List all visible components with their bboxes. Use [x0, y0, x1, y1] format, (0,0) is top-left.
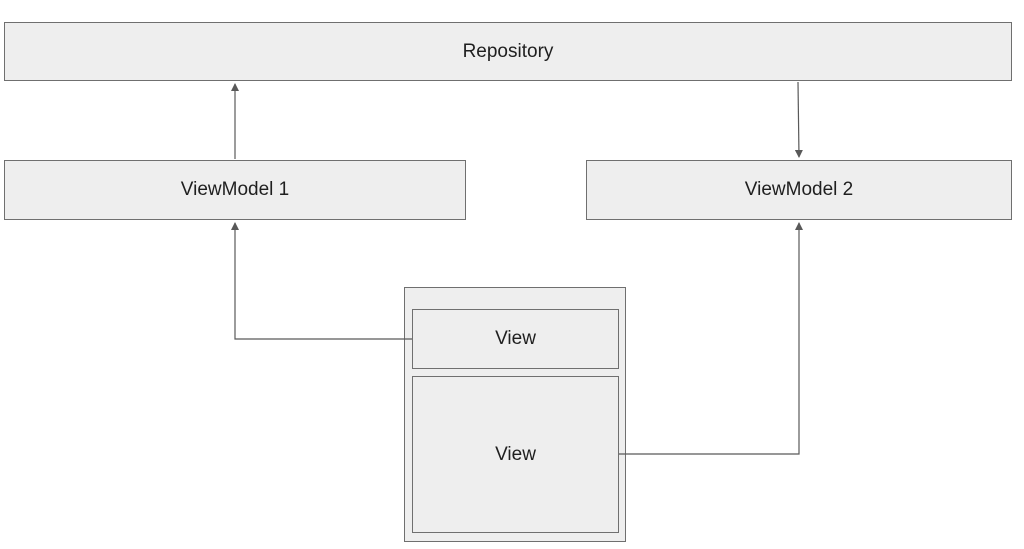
view-bottom-node: View: [412, 376, 619, 533]
edge-repository-to-viewmodel2: [794, 81, 803, 158]
edge-view-bottom-to-viewmodel2: [619, 222, 803, 455]
edge-view-top-to-viewmodel1: [231, 222, 412, 340]
viewmodel-1-label: ViewModel 1: [180, 179, 290, 200]
viewmodel-2-label: ViewModel 2: [744, 179, 854, 200]
view-top-label: View: [495, 328, 536, 349]
viewmodel-1-node: ViewModel 1: [4, 160, 466, 220]
repository-node: Repository: [4, 22, 1012, 81]
viewmodel-2-node: ViewModel 2: [586, 160, 1012, 220]
view-bottom-label: View: [495, 443, 536, 465]
view-top-node: View: [412, 309, 619, 369]
repository-label: Repository: [462, 40, 554, 62]
